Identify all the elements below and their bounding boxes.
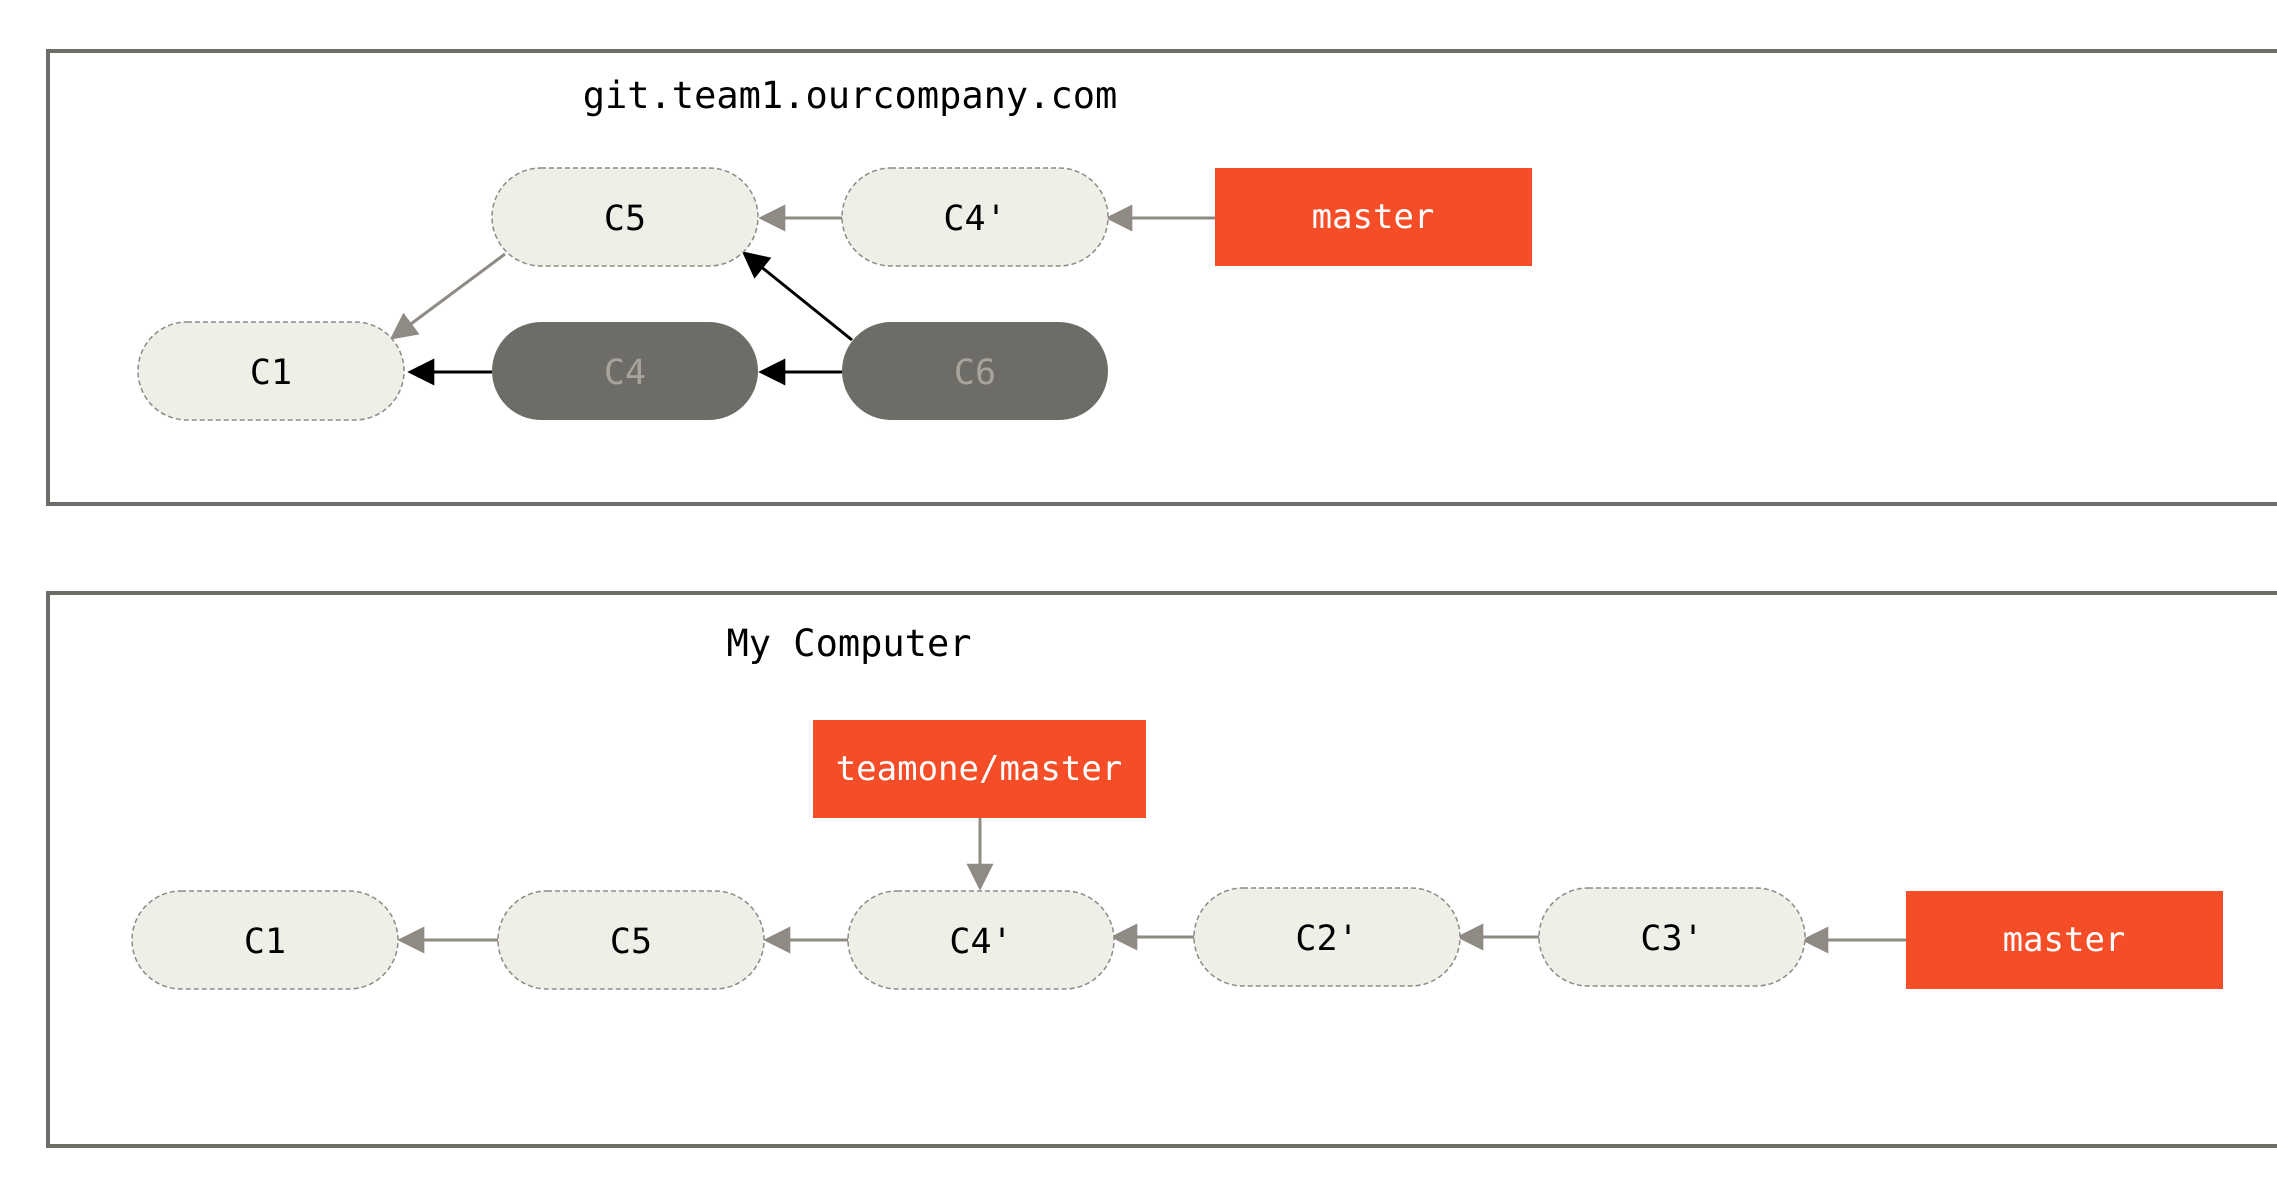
svg-text:C1: C1 <box>250 353 292 393</box>
local-commit-c1: C1 <box>131 890 399 990</box>
arrow-c5-to-c1 <box>389 252 506 340</box>
svg-text:C3': C3' <box>1640 919 1703 959</box>
svg-text:C4: C4 <box>604 353 646 393</box>
svg-text:C4': C4' <box>949 922 1012 962</box>
svg-text:C2': C2' <box>1295 919 1358 959</box>
arrow-c6-to-c5 <box>741 251 853 342</box>
server-commit-c4: C4 <box>492 322 758 420</box>
svg-text:master: master <box>2003 920 2126 960</box>
server-commit-c4-prime: C4' <box>841 167 1109 267</box>
local-branch-teamone-master: teamone/master <box>813 720 1146 818</box>
server-panel-title: git.team1.ourcompany.com <box>583 74 1118 117</box>
local-commit-c5: C5 <box>497 890 765 990</box>
local-commit-c4-prime: C4' <box>847 890 1115 990</box>
svg-text:C4': C4' <box>943 199 1006 239</box>
local-branch-master: master <box>1906 891 2223 989</box>
svg-text:C5: C5 <box>604 199 646 239</box>
server-panel-frame <box>46 49 2277 506</box>
svg-text:master: master <box>1312 197 1435 237</box>
local-panel-title: My Computer <box>726 622 971 665</box>
server-commit-c1: C1 <box>137 321 405 421</box>
server-commit-c6: C6 <box>842 322 1108 420</box>
svg-text:C5: C5 <box>610 922 652 962</box>
local-commit-c2-prime: C2' <box>1193 887 1461 987</box>
local-commit-c3-prime: C3' <box>1538 887 1806 987</box>
svg-text:C6: C6 <box>954 353 996 393</box>
local-panel-frame <box>46 591 2277 1148</box>
server-branch-master: master <box>1215 168 1532 266</box>
svg-text:C1: C1 <box>244 922 286 962</box>
server-commit-c5: C5 <box>491 167 759 267</box>
server-panel: git.team1.ourcompany.com C5 C4' C1 C4 C6 <box>46 49 2277 506</box>
local-panel: My Computer C1 C5 C4' C2' C3' <box>46 591 2277 1148</box>
svg-text:teamone/master: teamone/master <box>836 749 1123 789</box>
